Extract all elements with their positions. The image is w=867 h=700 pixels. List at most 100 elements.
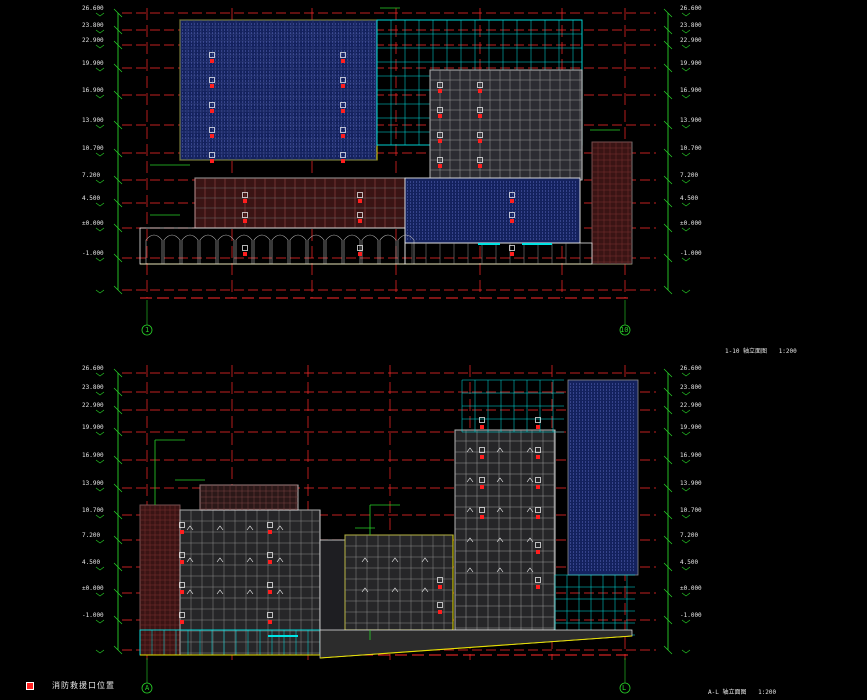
rescue-window-marker [180,620,184,624]
bottom-middle-block [344,534,454,631]
chevron-icon [496,507,504,513]
dimension-tick [113,253,123,263]
top-caption-scale: 1:200 [778,348,797,355]
level-label-right: -1.000 [680,612,702,619]
level-symbol-icon [681,372,691,377]
rescue-window-marker [536,515,540,519]
dimension-tick [663,148,673,158]
arch-opening [253,234,271,264]
rescue-window-marker [478,164,482,168]
window-opening [209,152,215,158]
rescue-window-marker [478,89,482,93]
rescue-window-marker [480,455,484,459]
chevron-icon [526,507,534,513]
chevron-icon [526,447,534,453]
dimension-tick [113,427,123,437]
dimension-tick [113,405,123,415]
rescue-window-marker [358,199,362,203]
dimension-tick [113,535,123,545]
rescue-window-marker [358,252,362,256]
window-opening [535,507,541,513]
dimension-tick [663,405,673,415]
rescue-window-marker [480,485,484,489]
ground-slope-line [319,635,633,659]
level-symbol-icon [681,44,691,49]
bottom-roof-pavilion [199,484,299,511]
rescue-window-marker [341,109,345,113]
red-square-icon [26,681,34,690]
chevron-icon [276,589,284,595]
level-label-right: ±0.000 [680,585,702,592]
chevron-icon [526,537,534,543]
level-symbol-icon [681,487,691,492]
rescue-window-marker [243,199,247,203]
rescue-window-marker [341,84,345,88]
bottom-right-tower-texture [570,383,636,571]
arch-opening [217,234,235,264]
arch-opening [289,234,307,264]
dimension-tick [113,148,123,158]
level-label-right: ±0.000 [680,220,702,227]
level-label-left: ±0.000 [82,220,104,227]
bottom-caption-text: A-L 轴立面图 [708,689,747,696]
level-symbol-icon [95,67,105,72]
window-opening [509,212,515,218]
dimension-tick [113,368,123,378]
window-opening [357,212,363,218]
rescue-window-marker [438,164,442,168]
dimension-tick [663,427,673,437]
dimension-tick [663,588,673,598]
window-opening [477,157,483,163]
chevron-icon [246,589,254,595]
bottom-ramp [319,629,633,659]
dimension-tick [113,510,123,520]
level-symbol-icon [95,592,105,597]
dimension-tick [663,562,673,572]
window-opening [267,552,273,558]
level-label-right: 23.800 [680,384,702,391]
window-opening [535,577,541,583]
top-caption-text: 1-10 轴立面图 [725,348,768,355]
dimension-tick [663,40,673,50]
rescue-window-marker [180,590,184,594]
level-label-left: 13.900 [82,117,104,124]
window-opening [437,132,443,138]
level-symbol-icon [95,179,105,184]
level-symbol-icon [95,487,105,492]
level-symbol-icon [95,94,105,99]
level-symbol-icon [681,514,691,519]
level-label-left: 26.600 [82,5,104,12]
window-opening [477,132,483,138]
level-label-right: 4.500 [680,195,699,202]
dimension-tick [113,455,123,465]
dimension-tick [663,8,673,18]
window-opening [209,127,215,133]
level-symbol-icon [681,619,691,624]
window-opening [479,417,485,423]
chevron-icon [391,587,399,593]
level-symbol-icon [681,67,691,72]
dimension-tick [663,90,673,100]
rescue-window-marker [268,560,272,564]
level-label-left: 13.900 [82,480,104,487]
arch-opening [397,234,415,264]
chevron-icon [526,567,534,573]
window-opening [477,82,483,88]
dimension-tick [113,588,123,598]
podium-left [194,177,406,229]
chevron-icon [496,477,504,483]
chevron-icon [466,507,474,513]
arch-opening [325,234,343,264]
rescue-window-marker [480,425,484,429]
window-opening [340,52,346,58]
rescue-window-marker [243,219,247,223]
rescue-window-marker [510,252,514,256]
chevron-icon [421,557,429,563]
rescue-window-marker [536,455,540,459]
level-symbol-icon [681,227,691,232]
bottom-caption: A-L 轴立面图 1:200 [708,687,776,696]
rescue-window-marker [478,139,482,143]
rescue-window-marker [268,530,272,534]
level-symbol-icon [95,44,105,49]
